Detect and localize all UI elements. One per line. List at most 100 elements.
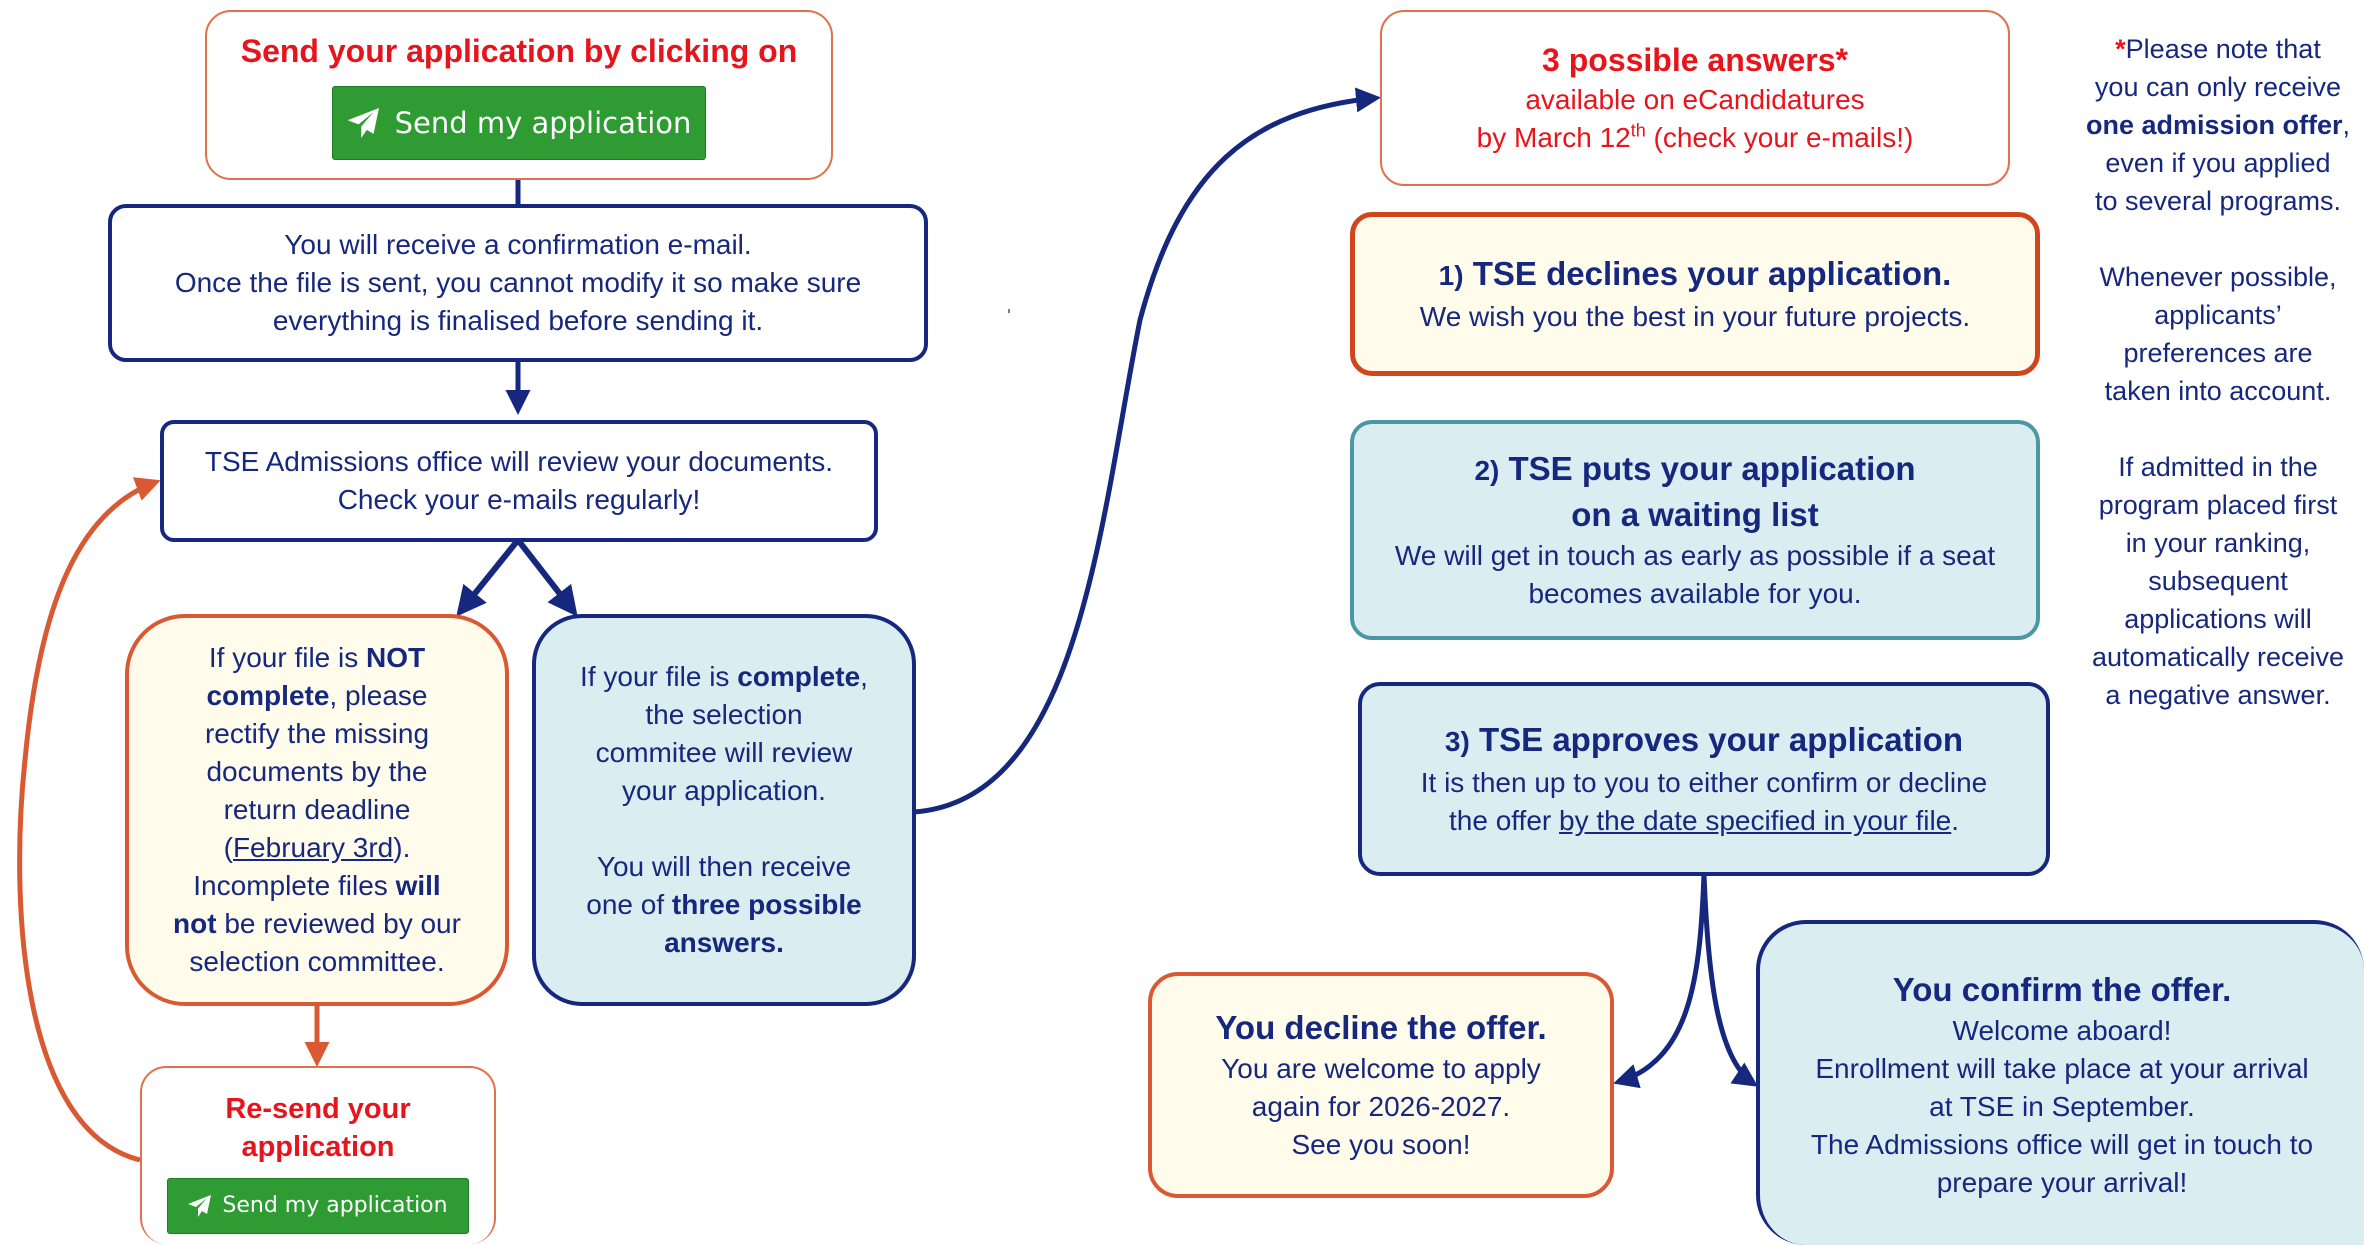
send-button-label: Send my application <box>394 106 692 140</box>
side-note-p3-l5: applications will <box>2124 604 2312 634</box>
resend-my-application-button[interactable]: Send my application <box>167 1178 469 1234</box>
waitlist-title-2: on a waiting list <box>1571 496 1819 533</box>
side-note-preferences: Whenever possible, applicants’ preferenc… <box>2072 258 2364 410</box>
side-note-p3-l1: If admitted in the <box>2118 452 2318 482</box>
incomplete-line-4: documents by the <box>206 756 428 787</box>
complete-line-4: your application. <box>622 775 826 806</box>
complete-file-box: If your file is complete, the selection … <box>532 614 916 1006</box>
side-note-ranking: If admitted in the program placed first … <box>2072 448 2364 714</box>
complete-line-3: commitee will review <box>595 737 853 768</box>
complete-line-1b: complete <box>737 661 861 692</box>
answers-title: 3 possible answers* <box>1542 42 1848 78</box>
complete-line-7: answers. <box>664 927 784 958</box>
approves-line-2: It is then up to you to either confirm o… <box>1420 767 1988 798</box>
side-note-p3-l4: subsequent <box>2148 566 2288 596</box>
declines-line-2: We wish you the best in your future proj… <box>1419 301 1971 332</box>
side-note-p1-l5: to several programs. <box>2094 186 2342 216</box>
confirm-offer-title: You confirm the offer. <box>1892 970 2232 1008</box>
admissions-review-box: TSE Admissions office will review your d… <box>160 420 878 542</box>
decline-offer-title: You decline the offer. <box>1215 1009 1547 1046</box>
declines-number: 1) <box>1438 260 1464 291</box>
return-deadline-date: February 3rd <box>232 832 394 863</box>
possible-answers-box: 3 possible answers* available on eCandid… <box>1380 10 2010 186</box>
incomplete-line-3: rectify the missing <box>204 718 430 749</box>
review-line-2: Check your e-mails regularly! <box>337 484 701 515</box>
send-application-title: Send your application by clicking on <box>240 33 798 69</box>
incomplete-line-5: return deadline <box>223 794 411 825</box>
decline-offer-line-4: See you soon! <box>1291 1129 1471 1160</box>
arrow-complete-answers <box>913 87 1381 815</box>
incomplete-line-2b: , please <box>329 680 428 711</box>
approves-answer-box: 3) TSE approves your application It is t… <box>1358 682 2050 876</box>
side-note-p3-l7: a negative answer. <box>2105 680 2331 710</box>
waiting-list-answer-box: 2) TSE puts your application on a waitin… <box>1350 420 2040 640</box>
complete-line-1c: , <box>860 661 868 692</box>
decline-offer-line-2: You are welcome to apply <box>1221 1053 1541 1084</box>
approves-line-3c: . <box>1951 805 1960 836</box>
resend-application-box: Re-send your application Send my applica… <box>140 1066 496 1244</box>
incomplete-line-6a: ( <box>223 832 233 863</box>
side-note-p1-comma: , <box>2342 110 2351 140</box>
complete-line-6b: three possible <box>671 889 862 920</box>
side-note-p1-l1: Please note that <box>2125 34 2321 64</box>
waitlist-title-1: TSE puts your application <box>1499 450 1916 487</box>
incomplete-file-box: If your file is NOT complete, please rec… <box>125 614 509 1006</box>
send-application-box: Send your application by clicking on Sen… <box>205 10 833 180</box>
confirmation-email-box: You will receive a confirmation e-mail. … <box>108 204 928 362</box>
confirm-offer-box: You confirm the offer. Welcome aboard! E… <box>1756 920 2364 1245</box>
incomplete-line-9: selection committee. <box>189 946 445 977</box>
side-note-star: * <box>2115 34 2126 64</box>
resend-title-line-1: Re-send your <box>225 1093 411 1125</box>
side-note-p3-l3: in your ranking, <box>2125 528 2311 558</box>
resend-title-line-2: application <box>241 1131 395 1163</box>
side-note-p1-l2: you can only receive <box>2094 72 2342 102</box>
side-note-p1-bold: one admission offer <box>2085 110 2343 140</box>
complete-line-2: the selection <box>645 699 803 730</box>
approves-date-link: by the date specified in your file <box>1559 805 1952 836</box>
side-note-offer: *Please note that you can only receive o… <box>2072 30 2364 220</box>
side-note-p2-l1: Whenever possible, <box>2099 262 2337 292</box>
answers-line-3-sup: th <box>1630 120 1646 141</box>
confirm-line-3: everything is finalised before sending i… <box>272 305 764 336</box>
declines-title: TSE declines your application. <box>1463 255 1952 292</box>
side-note-p2-l2: applicants’ <box>2154 300 2282 330</box>
incomplete-line-8a: not <box>173 908 217 939</box>
complete-line-5: You will then receive <box>596 851 852 882</box>
incomplete-line-1a: If your file is <box>208 642 367 673</box>
answers-line-3c: (check your e-mails!) <box>1645 122 1914 153</box>
complete-line-1a: If your file is <box>580 661 738 692</box>
incomplete-line-2a: complete <box>206 680 330 711</box>
answers-line-3a: by March 12 <box>1476 122 1631 153</box>
side-note-p1-l4: even if you applied <box>2105 148 2331 178</box>
confirm-offer-line-2: Welcome aboard! <box>1952 1014 2172 1046</box>
paper-plane-icon <box>188 1195 212 1217</box>
send-my-application-button[interactable]: Send my application <box>332 86 706 160</box>
waitlist-number: 2) <box>1474 455 1500 486</box>
complete-line-6a: one of <box>586 889 672 920</box>
side-note-p3-l6: automatically receive <box>2091 642 2345 672</box>
confirm-offer-line-3: Enrollment will take place at your arriv… <box>1815 1052 2309 1084</box>
side-note: *Please note that you can only receive o… <box>2072 30 2364 752</box>
answers-line-2: available on eCandidatures <box>1525 84 1865 115</box>
incomplete-line-7a: Incomplete files <box>193 870 396 901</box>
side-note-p2-l3: preferences are <box>2123 338 2313 368</box>
arrow-approves-confirm <box>1701 873 1759 1087</box>
confirm-offer-line-5: The Admissions office will get in touch … <box>1810 1128 2314 1160</box>
waitlist-line-4: becomes available for you. <box>1528 578 1862 609</box>
decline-offer-line-3: again for 2026-2027. <box>1251 1091 1511 1122</box>
incomplete-line-7b: will <box>395 870 441 901</box>
approves-number: 3) <box>1444 726 1470 757</box>
arrow-approves-decline <box>1613 873 1707 1089</box>
confirm-line-2: Once the file is sent, you cannot modify… <box>174 267 862 298</box>
incomplete-line-1b: NOT <box>366 642 426 673</box>
side-note-p3-l2: program placed first <box>2098 490 2338 520</box>
confirm-offer-line-4: at TSE in September. <box>1929 1090 2195 1122</box>
declines-answer-box: 1) TSE declines your application. We wis… <box>1350 212 2040 376</box>
incomplete-line-6c: ). <box>393 832 411 863</box>
side-note-p2-l4: taken into account. <box>2104 376 2332 406</box>
review-line-1: TSE Admissions office will review your d… <box>204 446 834 477</box>
arrow-review-complete <box>515 538 578 617</box>
approves-title: TSE approves your application <box>1469 721 1964 758</box>
arrow-review-incomplete <box>456 538 521 617</box>
